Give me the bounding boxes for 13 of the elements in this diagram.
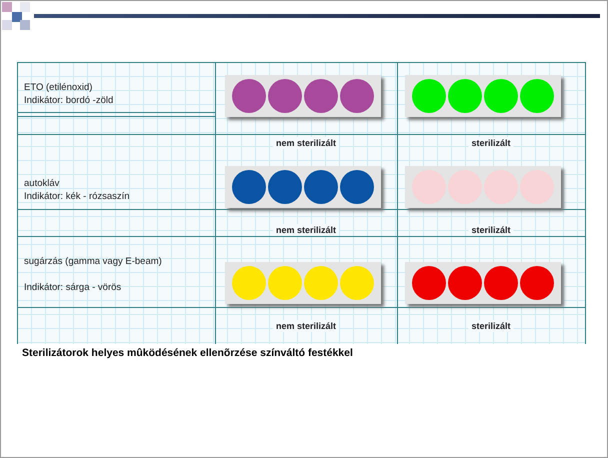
method-label: sugárzás (gamma vagy E-beam) — [24, 256, 163, 268]
state-label: nem sterilizált — [272, 320, 340, 332]
state-label: nem sterilizált — [272, 137, 340, 149]
method-label: autokláv — [24, 178, 60, 190]
indicator-label: Indikátor: sárga - vörös — [24, 282, 122, 294]
caption: Sterilizátorok helyes mûködésének ellenõrzése színváltó festékkel — [22, 347, 353, 359]
state-label: sterilizált — [468, 137, 514, 149]
indicator-label: Indikátor: kék - rózsaszín — [24, 191, 131, 203]
state-label: nem sterilizált — [272, 224, 340, 236]
state-label: sterilizált — [468, 320, 514, 332]
indicator-label: Indikátor: bordó -zöld — [24, 95, 114, 107]
state-label: sterilizált — [468, 224, 514, 236]
method-label: ETO (etilénoxid) — [24, 82, 94, 94]
